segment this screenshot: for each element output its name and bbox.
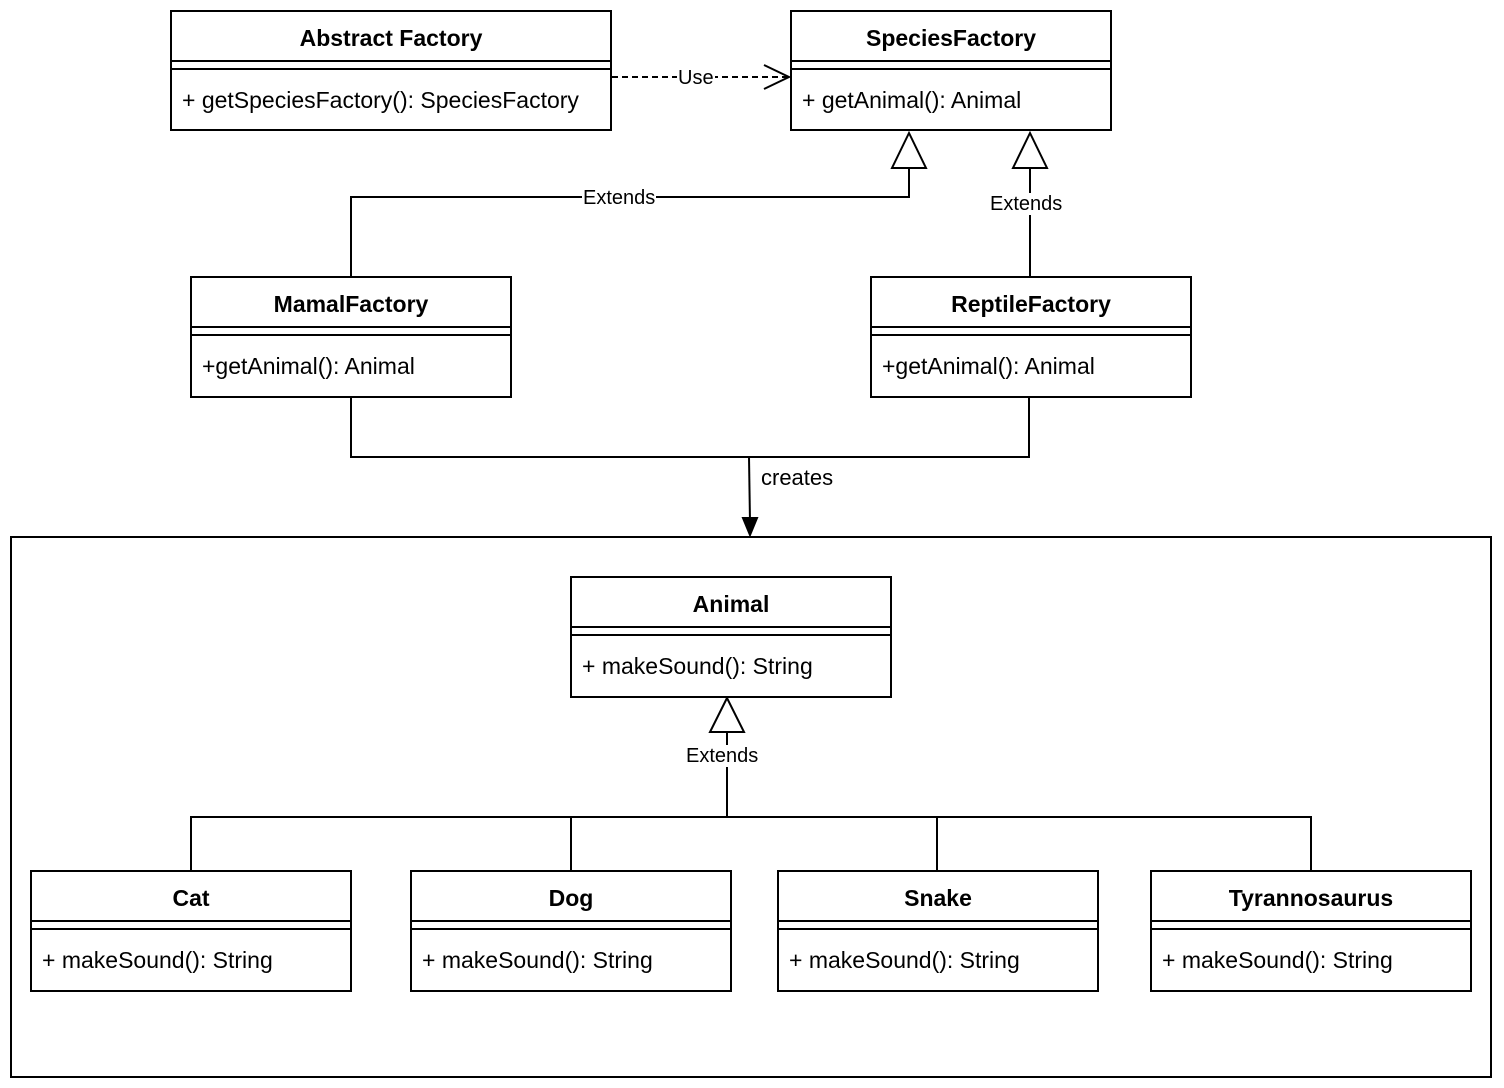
class-dog[interactable]: Dog + makeSound(): String [410,870,732,992]
class-operation: + makeSound(): String [422,947,653,973]
divider [779,928,1097,930]
class-name: Animal [572,578,890,628]
divider [32,928,350,930]
divider [1152,928,1470,930]
class-name: MamalFactory [192,278,510,328]
class-species-factory[interactable]: SpeciesFactory + getAnimal(): Animal [790,10,1112,131]
divider [172,68,610,70]
creates-arrowhead [741,517,759,538]
extends-animal-arrowhead [708,695,746,733]
class-name: ReptileFactory [872,278,1190,328]
extends-animal-bus [190,816,1312,870]
use-label: Use [677,67,715,89]
creates-label: creates [761,465,834,490]
divider [872,334,1190,336]
class-operation: +getAnimal(): Animal [202,353,415,379]
divider [572,634,890,636]
class-operation: + makeSound(): String [42,947,273,973]
class-mamal-factory[interactable]: MamalFactory +getAnimal(): Animal [190,276,512,398]
class-operation: + makeSound(): String [1162,947,1393,973]
class-name: Abstract Factory [172,12,610,62]
divider [792,68,1110,70]
creates-line-down [748,456,751,523]
extends-mamal-arrowhead [890,130,928,169]
extends-animal-label: Extends [685,745,760,767]
extends-mamal-line [350,168,910,276]
extends-reptile-arrowhead [1011,130,1049,169]
class-animal[interactable]: Animal + makeSound(): String [570,576,892,698]
class-operation: + getAnimal(): Animal [802,87,1022,113]
extends-reptile-label: Extends [989,193,1064,215]
divider [192,334,510,336]
creates-line-left [350,398,1030,458]
class-cat[interactable]: Cat + makeSound(): String [30,870,352,992]
class-reptile-factory[interactable]: ReptileFactory +getAnimal(): Animal [870,276,1192,398]
class-operation: + makeSound(): String [582,653,813,679]
animal-package-frame [10,536,1492,1078]
class-abstract-factory[interactable]: Abstract Factory + getSpeciesFactory(): … [170,10,612,131]
class-operation: + makeSound(): String [789,947,1020,973]
class-tyrannosaurus[interactable]: Tyrannosaurus + makeSound(): String [1150,870,1472,992]
class-name: Tyrannosaurus [1152,872,1470,922]
extends-mamal-label: Extends [582,187,657,209]
divider [412,928,730,930]
class-snake[interactable]: Snake + makeSound(): String [777,870,1099,992]
class-name: Cat [32,872,350,922]
class-operation: + getSpeciesFactory(): SpeciesFactory [182,87,579,113]
use-arrowhead [763,64,792,90]
class-name: Dog [412,872,730,922]
class-name: Snake [779,872,1097,922]
class-operation: +getAnimal(): Animal [882,353,1095,379]
class-name: SpeciesFactory [792,12,1110,62]
